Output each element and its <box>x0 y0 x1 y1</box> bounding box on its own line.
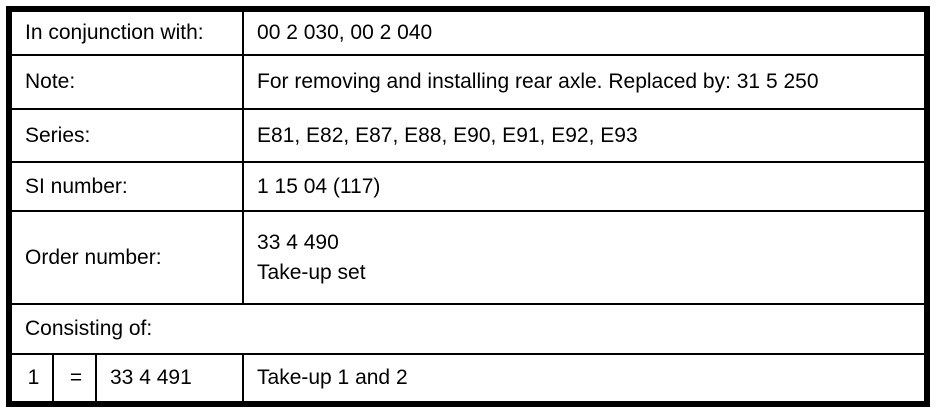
row-label-si-number: SI number: <box>7 161 245 212</box>
row-value-si-number: 1 15 04 (117) <box>242 161 928 212</box>
row-label-in-conjunction: In conjunction with: <box>7 8 245 56</box>
row-label-note: Note: <box>7 54 245 110</box>
order-number-description: Take-up set <box>257 260 366 284</box>
item-description: Take-up 1 and 2 <box>242 353 928 405</box>
item-equals-sign: = <box>52 353 97 405</box>
table-row-in-conjunction: In conjunction with: 00 2 030, 00 2 040 <box>7 8 928 56</box>
table-row-series: Series: E81, E82, E87, E88, E90, E91, E9… <box>7 108 928 163</box>
table-row-si-number: SI number: 1 15 04 (117) <box>7 161 928 212</box>
table-row-note: Note: For removing and installing rear a… <box>7 54 928 110</box>
table-row-consisting-of: Consisting of: <box>8 303 928 355</box>
row-value-note: For removing and installing rear axle. R… <box>242 54 928 110</box>
row-value-order-number: 33 4 490 Take-up set <box>242 210 928 305</box>
item-index: 1 <box>8 353 54 405</box>
table-row-order-number: Order number: 33 4 490 Take-up set <box>7 210 928 305</box>
row-label-series: Series: <box>7 108 245 163</box>
spec-table: In conjunction with: 00 2 030, 00 2 040 … <box>6 6 930 407</box>
row-label-order-number: Order number: <box>7 210 245 305</box>
row-value-series: E81, E82, E87, E88, E90, E91, E92, E93 <box>242 108 928 163</box>
table-row-item: 1 = 33 4 491 Take-up 1 and 2 <box>8 353 928 405</box>
order-number-value: 33 4 490 <box>257 231 339 255</box>
row-value-in-conjunction: 00 2 030, 00 2 040 <box>242 8 928 56</box>
section-header-consisting-of: Consisting of: <box>8 303 928 355</box>
item-part-number: 33 4 491 <box>94 353 245 405</box>
